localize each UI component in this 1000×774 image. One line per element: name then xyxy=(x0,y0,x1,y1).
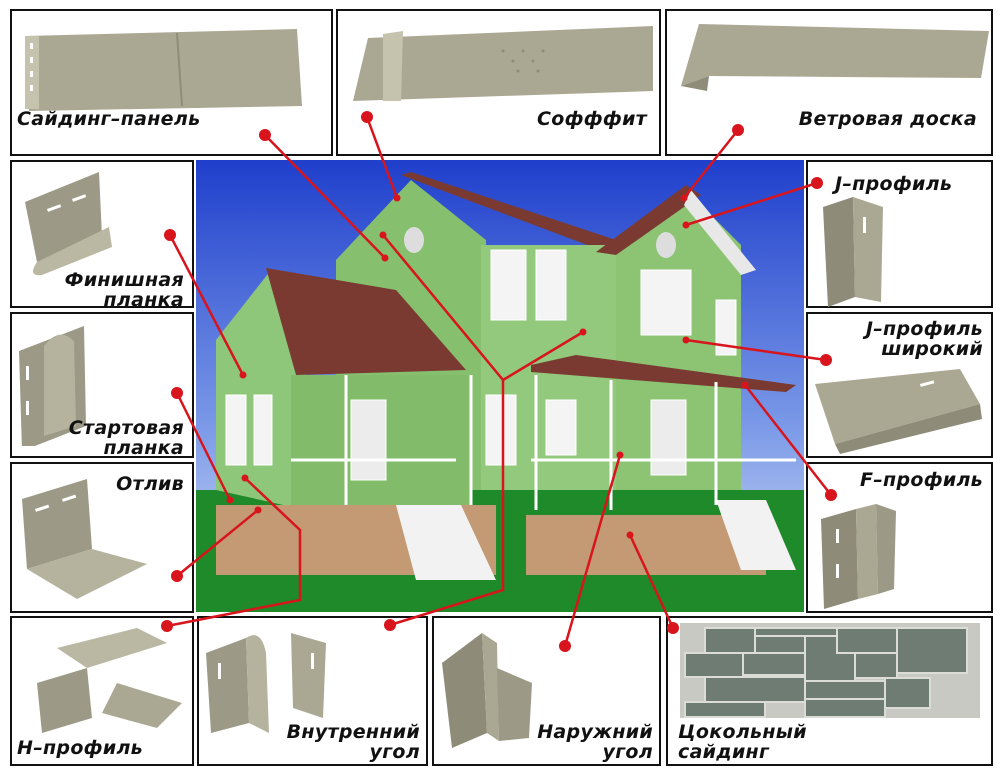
starter-strip-label-line2: планка xyxy=(103,437,184,459)
finish-strip-label-line2: планка xyxy=(103,289,184,311)
wind-board-box: Ветровая доска xyxy=(665,9,993,156)
soffit-box: Софффит xyxy=(336,9,661,156)
j-profile-box: J–профиль xyxy=(806,160,993,308)
starter-strip-image xyxy=(19,326,86,446)
finish-strip-image xyxy=(25,172,112,276)
starter-strip-box: Стартовая планка xyxy=(10,312,194,458)
j-profile-wide-image xyxy=(815,369,982,454)
outer-corner-image xyxy=(442,633,532,748)
soffit-label: Софффит xyxy=(537,108,647,130)
outer-corner-label-line1: Наружний xyxy=(537,721,653,743)
plinth-siding-label-line1: Цокольный xyxy=(678,721,807,743)
siding-panel-box: Сайдинг–панель xyxy=(10,9,333,156)
j-profile-wide-box: J–профиль широкий xyxy=(806,312,993,458)
inner-corner-label-line1: Внутренний xyxy=(286,721,420,743)
outer-corner-box: Наружний угол xyxy=(432,616,661,766)
house-illustration xyxy=(196,160,804,612)
j-profile-wide-label: J–профиль широкий xyxy=(866,319,983,359)
finish-strip-label: Финишная планка xyxy=(65,270,184,310)
h-profile-box: Н–профиль xyxy=(10,616,194,766)
inner-corner-label: Внутренний угол xyxy=(287,722,420,762)
inner-corner-image xyxy=(206,633,326,733)
outer-corner-label: Наружний угол xyxy=(537,722,653,762)
siding-panel-image xyxy=(25,29,302,111)
starter-strip-label: Стартовая планка xyxy=(69,418,184,458)
j-profile-label: J–профиль xyxy=(835,173,953,195)
drip-label: Отлив xyxy=(116,473,184,495)
f-profile-box: F–профиль xyxy=(806,462,993,613)
starter-strip-label-line1: Стартовая xyxy=(68,417,184,439)
plinth-siding-label-line2: сайдинг xyxy=(678,741,770,763)
h-profile-image xyxy=(37,628,182,733)
finish-strip-label-line1: Финишная xyxy=(64,269,184,291)
soffit-image xyxy=(353,26,653,101)
j-profile-wide-label-line1: J–профиль xyxy=(865,318,983,340)
siding-panel-label: Сайдинг–панель xyxy=(17,108,201,130)
inner-corner-box: Внутренний угол xyxy=(197,616,428,766)
h-profile-label: Н–профиль xyxy=(17,737,143,759)
plinth-siding-box: Цокольный сайдинг xyxy=(666,616,993,766)
wind-board-label: Ветровая доска xyxy=(798,108,977,130)
inner-corner-label-line2: угол xyxy=(369,741,420,763)
j-profile-wide-label-line2: широкий xyxy=(881,338,983,360)
drip-box: Отлив xyxy=(10,462,194,613)
wind-board-image xyxy=(681,24,989,91)
drip-image xyxy=(22,479,147,599)
finish-strip-box: Финишная планка xyxy=(10,160,194,310)
j-profile-image xyxy=(823,197,883,307)
plinth-siding-image xyxy=(680,623,980,718)
outer-corner-label-line2: угол xyxy=(602,741,653,763)
plinth-siding-label: Цокольный сайдинг xyxy=(678,722,807,762)
f-profile-label: F–профиль xyxy=(859,469,983,491)
f-profile-image xyxy=(821,504,896,609)
